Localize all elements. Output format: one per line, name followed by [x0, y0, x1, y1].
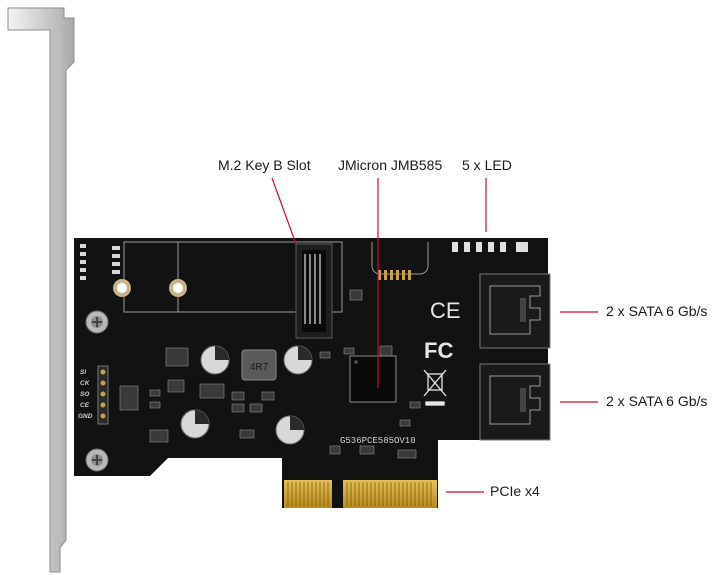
electrolytic-capacitors: [180, 345, 313, 445]
header-pin-label: CE: [80, 402, 90, 409]
header-pin-label: SO: [80, 391, 89, 398]
svg-text:CE: CE: [430, 298, 461, 323]
svg-text:FC: FC: [424, 338, 453, 363]
spi-header: [97, 365, 109, 425]
smd-components: [119, 289, 421, 459]
led-pins-left: [80, 244, 120, 280]
pcie-gold-fingers: [284, 480, 437, 508]
callout-sata-top: 2 x SATA 6 Gb/s: [606, 303, 708, 319]
callout-leds: 5 x LED: [462, 157, 512, 173]
header-pin-label: CK: [80, 380, 91, 387]
callout-leader-lines: [271, 177, 598, 493]
spi-header-labels: SI CK SO CE GND: [78, 369, 93, 420]
header-pin-label: GND: [78, 413, 93, 420]
m2-connector: [295, 243, 333, 339]
flash-chip: [371, 242, 429, 280]
jmicron-controller-chip: [349, 355, 397, 403]
inductor: 4R7: [241, 349, 277, 381]
callout-pcie: PCIe x4: [490, 483, 540, 499]
callout-controller-chip: JMicron JMB585: [338, 157, 443, 173]
m2-slot-area: [113, 241, 343, 313]
mounting-screw-top: [85, 310, 109, 334]
status-leds: [452, 242, 528, 252]
sata-connector-bottom: [479, 363, 551, 441]
sata-connector-top: [479, 273, 551, 349]
inductor-marking: 4R7: [250, 362, 269, 373]
pci-bracket: [7, 7, 75, 573]
callout-m2-slot: M.2 Key B Slot: [218, 157, 311, 173]
ce-mark: CE: [430, 298, 461, 323]
weee-icon: [423, 369, 447, 406]
pcb-code: G536PCE585OV10: [340, 436, 416, 446]
callout-sata-bottom: 2 x SATA 6 Gb/s: [606, 393, 708, 409]
mounting-screw-bottom: [85, 448, 109, 472]
header-pin-label: SI: [80, 369, 86, 376]
fcc-mark: FC: [424, 338, 453, 363]
